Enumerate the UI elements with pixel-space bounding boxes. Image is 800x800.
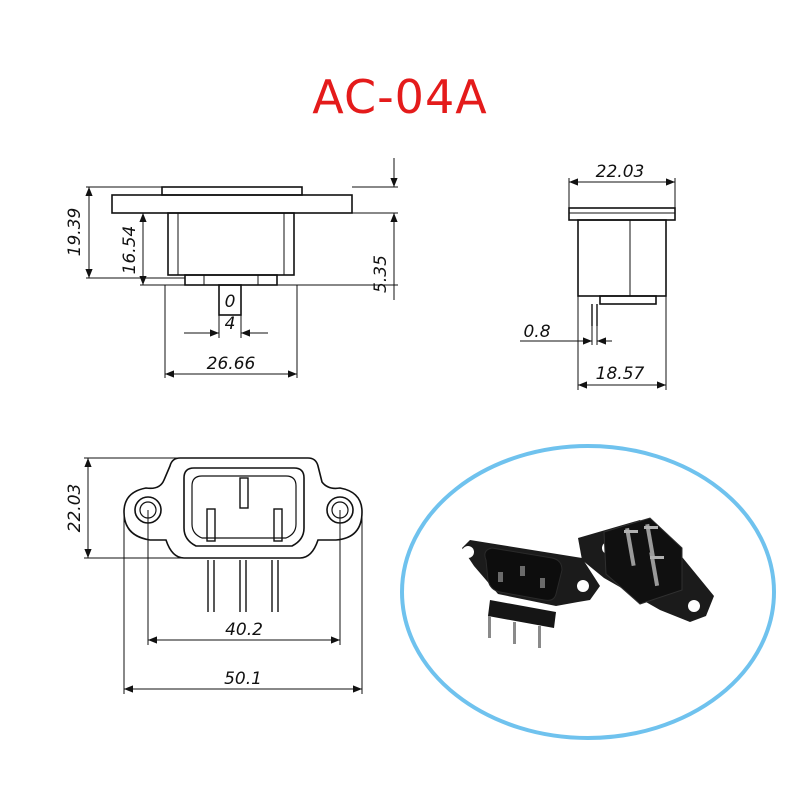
top-right-pin-slot — [273, 508, 283, 542]
iec-c14-socket-photo-icon — [462, 517, 714, 648]
dim-top-total-width: 50.1 — [224, 669, 262, 689]
page-title: AC-04A — [312, 70, 488, 124]
side-body-outline — [577, 219, 667, 297]
dim-side-pin-thickness: 0.8 — [523, 322, 550, 342]
dim-front-pin-length: 5.35 — [371, 255, 391, 293]
top-flange-outline — [123, 457, 363, 559]
product-photo — [400, 444, 776, 740]
dim-front-body-width: 26.66 — [207, 354, 256, 374]
front-body-outline — [167, 212, 295, 276]
dim-top-height: 22.03 — [65, 484, 85, 533]
dim-top-hole-spacing: 40.2 — [225, 620, 263, 640]
dim-side-depth: 18.57 — [596, 364, 645, 384]
top-left-pin-slot — [206, 508, 216, 542]
front-flange-lip — [161, 186, 303, 196]
front-pin — [218, 284, 242, 316]
dim-front-pin-zero: 0 — [225, 292, 236, 312]
side-view — [520, 178, 676, 390]
front-view — [85, 158, 398, 378]
side-flange-outline — [568, 207, 676, 221]
front-flange-outline — [111, 194, 353, 214]
top-socket-outline — [183, 467, 305, 547]
dim-front-body-height: 16.54 — [120, 226, 140, 275]
dim-side-width: 22.03 — [596, 162, 645, 182]
dim-front-pin-width: 4 — [225, 314, 236, 334]
top-view — [84, 457, 363, 694]
top-earth-pin-slot — [239, 477, 249, 509]
dim-front-total-height: 19.39 — [65, 208, 85, 257]
side-terminal-block — [599, 295, 657, 305]
front-terminal-block — [184, 274, 278, 286]
